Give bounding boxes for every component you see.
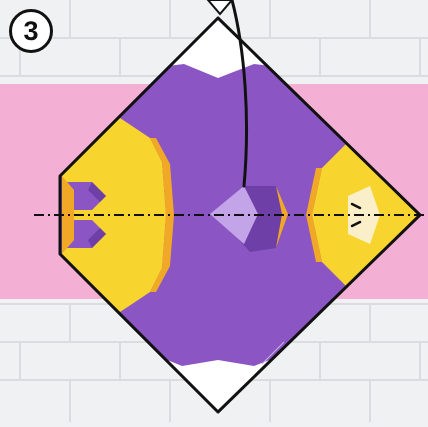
step-number: 3 [23,18,38,45]
step-number-badge: 3 [9,9,53,53]
